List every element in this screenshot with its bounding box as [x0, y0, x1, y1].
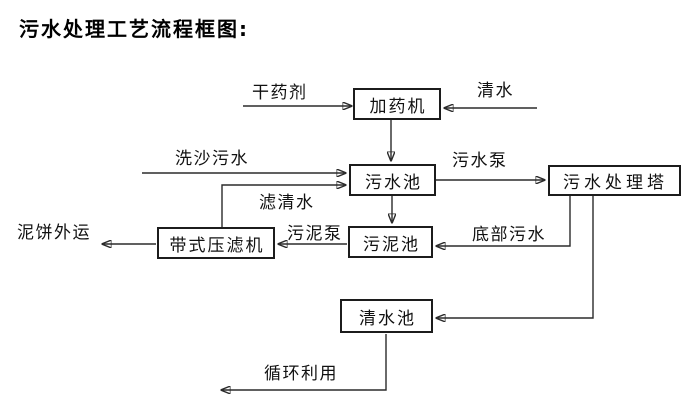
node-sewage-treatment-tower: 污水处理塔 — [548, 165, 681, 196]
flow-label-filtered-clear-water: 滤清水 — [259, 193, 315, 213]
edge-treatment-tower-to-sludge-pool-bottom-sewage — [436, 196, 571, 246]
edge-belt-filter-press-to-sewage-pool-filtered-water — [221, 185, 346, 227]
node-sewage-pool: 污水池 — [349, 164, 436, 196]
flow-label-sludge-pump: 污泥泵 — [287, 224, 343, 244]
node-label: 清水池 — [359, 308, 416, 329]
flow-label-bottom-sewage: 底部污水 — [472, 225, 546, 245]
node-label: 带式压滤机 — [169, 235, 265, 256]
node-label: 加药机 — [369, 96, 427, 117]
node-sludge-pool: 污泥池 — [348, 226, 433, 258]
edge-treatment-tower-to-clean-water-pool — [436, 196, 594, 318]
node-label: 污水池 — [365, 172, 422, 193]
node-clean-water-pool: 清水池 — [340, 299, 433, 333]
node-dosing-machine: 加药机 — [353, 88, 441, 120]
edge-clean-water-pool-to-recycled-use — [221, 334, 387, 390]
node-label: 污泥池 — [363, 234, 420, 255]
node-belt-filter-press: 带式压滤机 — [157, 227, 275, 259]
flow-label-sewage-pump: 污水泵 — [452, 151, 508, 171]
flow-label-dry-chemical: 干药剂 — [252, 83, 308, 103]
flow-label-recycled-use: 循环利用 — [264, 364, 338, 384]
flow-label-mud-cake-shipped-out: 泥饼外运 — [17, 223, 91, 243]
flow-label-sand-washing-sewage: 洗沙污水 — [175, 149, 249, 169]
page-title: 污水处理工艺流程框图: — [19, 17, 249, 41]
node-label: 污水处理塔 — [563, 173, 668, 193]
flow-label-clean-water: 清水 — [477, 81, 514, 101]
